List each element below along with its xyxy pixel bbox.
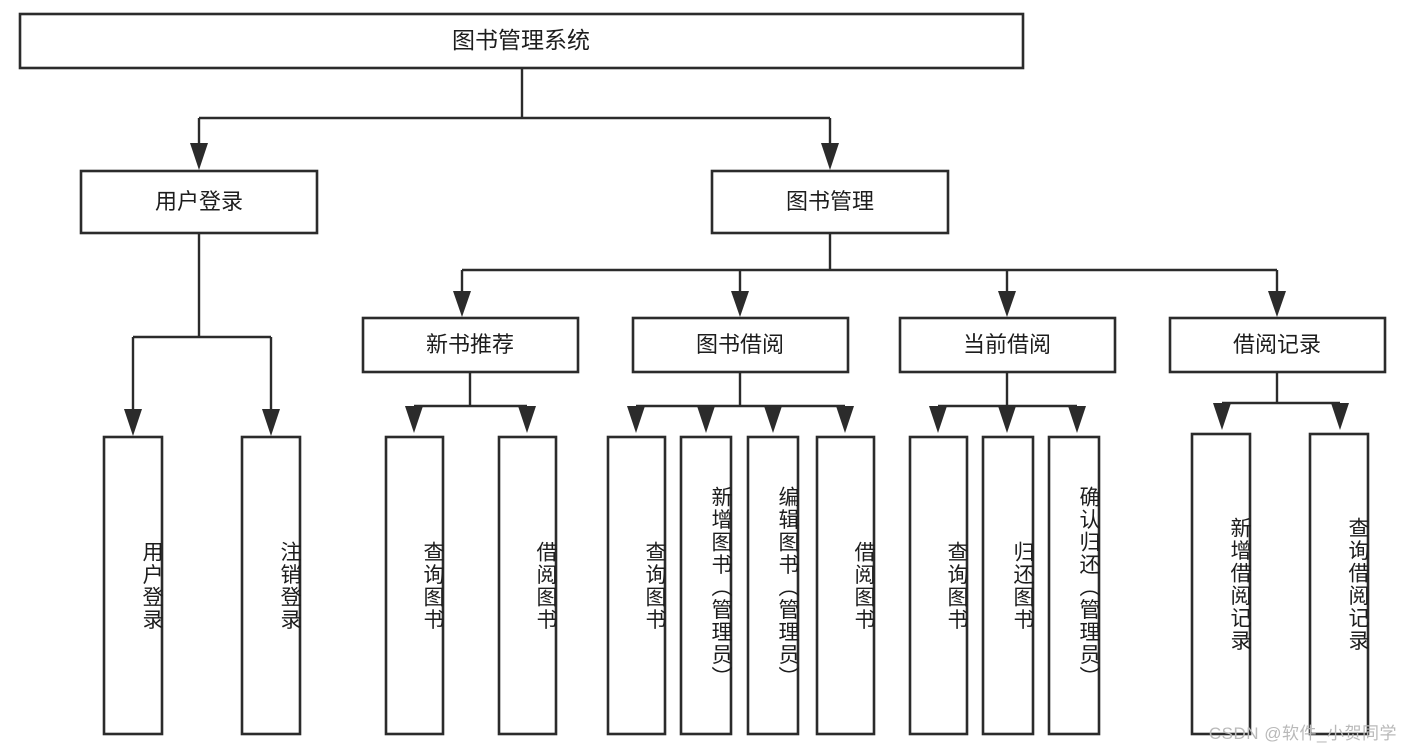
leaf-query-book-1-box[interactable] — [384, 435, 445, 736]
arrowhead-leaf-query-record — [1331, 403, 1349, 430]
leaf-logout-box[interactable] — [240, 435, 302, 736]
arrowhead-leaf-confirm-return — [1068, 406, 1086, 433]
node-book-borrow[interactable]: 图书借阅 — [631, 316, 850, 374]
node-book-borrow-box[interactable] — [631, 316, 850, 374]
arrowhead-leaf-add-record — [1213, 403, 1231, 430]
edges-user-login-children — [124, 233, 280, 436]
arrowhead-leaf-logout — [262, 409, 280, 436]
leaf-add-book-box[interactable] — [679, 435, 733, 736]
node-book-manage-box[interactable] — [710, 169, 950, 235]
node-borrow-record-box[interactable] — [1168, 316, 1387, 374]
leaf-query-book-2-box[interactable] — [606, 435, 667, 736]
node-current-borrow-label: 当前借阅 — [963, 332, 1051, 357]
node-current-borrow-box[interactable] — [898, 316, 1117, 374]
arrowhead-leaf-query-book-1 — [405, 406, 423, 433]
node-book-borrow-label: 图书借阅 — [696, 332, 784, 357]
node-book-manage[interactable]: 图书管理 — [710, 169, 950, 235]
arrowhead-leaf-add-book — [697, 406, 715, 433]
node-borrow-record-label: 借阅记录 — [1233, 332, 1321, 357]
arrowhead-book-manage — [821, 143, 839, 170]
arrowhead-borrow-record — [1268, 291, 1286, 317]
node-borrow-record[interactable]: 借阅记录 — [1168, 316, 1387, 374]
leaf-add-record-box[interactable] — [1190, 432, 1252, 736]
node-book-manage-label: 图书管理 — [786, 189, 874, 214]
edges-current-borrow-children — [929, 372, 1086, 433]
leaf-edit-book-box[interactable] — [746, 435, 800, 736]
arrowhead-new-book-recommend — [453, 291, 471, 317]
edges-book-manage-children — [453, 233, 1286, 317]
node-new-book-recommend-box[interactable] — [361, 316, 580, 374]
arrowhead-current-borrow — [998, 291, 1016, 317]
leaf-borrow-book-2-box[interactable] — [815, 435, 876, 736]
arrowhead-leaf-edit-book — [764, 406, 782, 433]
node-user-login-box[interactable] — [79, 169, 319, 235]
leaf-query-record-box[interactable] — [1308, 432, 1370, 736]
arrowhead-user-login — [190, 143, 208, 170]
arrowhead-book-borrow — [731, 291, 749, 317]
node-new-book-recommend-label: 新书推荐 — [426, 332, 514, 357]
leaf-boxes — [102, 432, 1370, 736]
leaf-borrow-book-1-box[interactable] — [497, 435, 558, 736]
node-root-box[interactable] — [18, 12, 1025, 70]
edges-new-book-recommend-children — [405, 372, 536, 433]
node-root-label: 图书管理系统 — [452, 27, 590, 53]
node-new-book-recommend[interactable]: 新书推荐 — [361, 316, 580, 374]
edges-borrow-record-children — [1213, 372, 1349, 430]
node-user-login-label: 用户登录 — [155, 189, 243, 214]
node-root[interactable]: 图书管理系统 — [18, 12, 1025, 70]
leaf-return-book-box[interactable] — [981, 435, 1035, 736]
arrowhead-leaf-borrow-book-2 — [836, 406, 854, 433]
arrowhead-leaf-query-book-3 — [929, 406, 947, 433]
node-user-login[interactable]: 用户登录 — [79, 169, 319, 235]
leaf-query-book-3-box[interactable] — [908, 435, 969, 736]
leaf-user-login-box[interactable] — [102, 435, 164, 736]
arrowhead-leaf-user-login — [124, 409, 142, 436]
arrowhead-leaf-query-book-2 — [627, 406, 645, 433]
arrowhead-leaf-return-book — [998, 406, 1016, 433]
leaf-confirm-return-box[interactable] — [1047, 435, 1101, 736]
watermark-text: CSDN @软件_小贺同学 — [1208, 724, 1397, 743]
node-current-borrow[interactable]: 当前借阅 — [898, 316, 1117, 374]
edges-book-borrow-children — [627, 372, 854, 433]
edges-root-level2 — [190, 68, 839, 170]
arrowhead-leaf-borrow-book-1 — [518, 406, 536, 433]
